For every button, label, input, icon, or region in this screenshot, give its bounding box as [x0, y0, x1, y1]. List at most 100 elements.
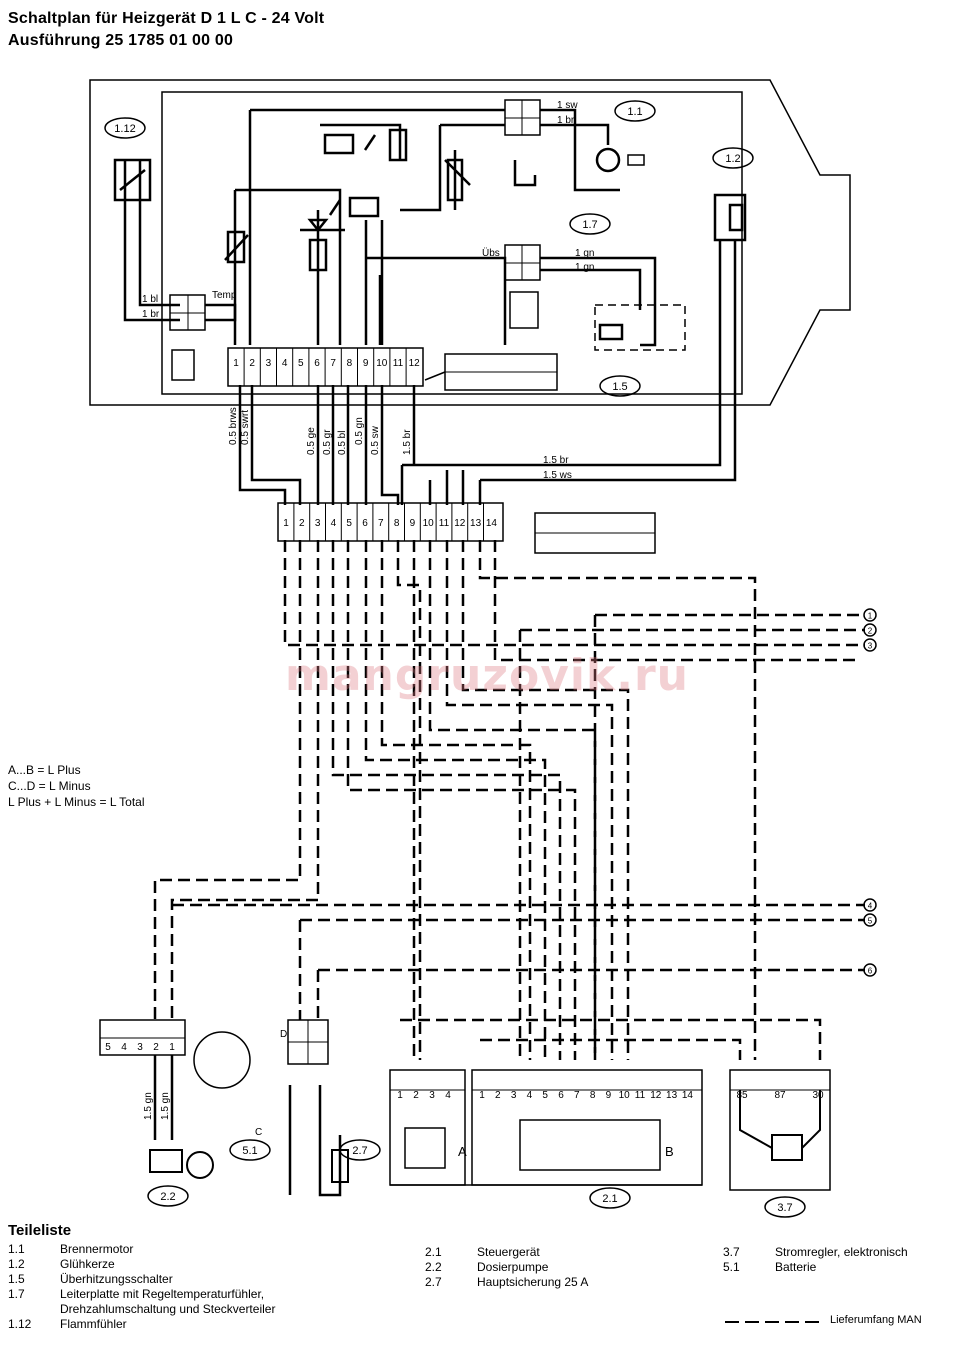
component-badge [104, 117, 146, 139]
pin-label: 1 [397, 1090, 403, 1101]
control-unit-B [471, 1069, 703, 1186]
component-badge [229, 1139, 271, 1161]
parts-list-item: Drehzahlumschaltung und Steckverteiler [8, 1302, 320, 1317]
wire-label: 0.5 gn [354, 417, 365, 445]
pin-label: 85 [736, 1090, 748, 1101]
pin-label: 1 [169, 1042, 175, 1053]
wire-label: 1 gn [575, 248, 594, 259]
pin-label: 11 [393, 358, 404, 369]
note-1: A...B = L Plus [8, 763, 81, 777]
side-marker-label: 4 [868, 902, 873, 911]
pin-label: 3 [429, 1090, 435, 1101]
pin-label: 1 [233, 358, 239, 369]
pin-label: 3 [137, 1042, 143, 1053]
pin-label: 4 [331, 518, 337, 529]
part-code: 2.2 [425, 1260, 442, 1274]
parts-list-item: 2.1 Steuergerät [425, 1245, 737, 1260]
side-marker [863, 913, 877, 927]
wire-label: 1.5 ws [543, 470, 572, 481]
component-badge [599, 375, 641, 397]
pin-label: 1 [479, 1090, 485, 1101]
component-badge-label: 2.1 [602, 1193, 617, 1205]
pin-label: 10 [423, 518, 435, 529]
pin-label: 6 [314, 358, 320, 369]
part-description: Glühkerze [60, 1257, 115, 1271]
wire-label: Temp [212, 290, 237, 301]
component-badge-label: 1.1 [627, 106, 642, 118]
pin-label: 4 [445, 1090, 451, 1101]
side-marker-label: 6 [868, 967, 873, 976]
pin-label: 10 [376, 358, 388, 369]
pin-label: 5 [346, 518, 352, 529]
pin-label: 2 [153, 1042, 159, 1053]
part-code: 5.1 [723, 1260, 740, 1274]
pin-label: 8 [394, 518, 400, 529]
component-badge-label: 2.2 [160, 1191, 175, 1203]
part-code: 1.7 [8, 1287, 25, 1301]
part-description: Batterie [775, 1260, 817, 1274]
pin-label: 30 [812, 1090, 824, 1101]
part-description: Überhitzungsschalter [60, 1272, 173, 1286]
part-description: Steuergerät [477, 1245, 540, 1259]
side-marker-label: 3 [868, 642, 873, 651]
side-marker [863, 623, 877, 637]
parts-list-item: 1.7 Leiterplatte mit Regeltemperaturfühle… [8, 1287, 320, 1302]
side-marker [863, 898, 877, 912]
pin-label: 7 [330, 358, 336, 369]
part-code: 1.12 [8, 1317, 32, 1331]
pin-label: 13 [470, 518, 482, 529]
wire-label: 1 bl [142, 294, 158, 305]
regulator-3-7 [729, 1069, 831, 1191]
part-code: 3.7 [723, 1245, 740, 1259]
component-badge [614, 100, 656, 122]
wire-label: 0.5 gr [322, 429, 333, 455]
pin-label: 87 [774, 1090, 786, 1101]
box-letter-b: B [665, 1144, 674, 1159]
side-marker-label: 1 [868, 612, 873, 621]
wire-label: 0.5 swrt [240, 410, 251, 445]
wire-label: 0.5 sw [370, 425, 381, 455]
plug-face [193, 1031, 251, 1089]
parts-list-item: 5.1 Batterie [723, 1260, 957, 1275]
pin-label: 7 [574, 1090, 580, 1101]
note-3: L Plus + L Minus = L Total [8, 795, 145, 809]
pin-label: 6 [558, 1090, 564, 1101]
side-marker-label: 2 [868, 627, 873, 636]
component-badge [147, 1185, 189, 1207]
box-letter-d: D [280, 1029, 287, 1040]
component-badge-label: 3.7 [777, 1202, 792, 1214]
pin-label: 3 [511, 1090, 517, 1101]
side-marker [863, 608, 877, 622]
component-badge [569, 213, 611, 235]
component-badge-label: 1.7 [582, 219, 597, 231]
part-description: Flammfühler [60, 1317, 127, 1331]
component-badge [589, 1187, 631, 1209]
pin-label: 8 [590, 1090, 596, 1101]
parts-list-item: 1.12 Flammfühler [8, 1317, 320, 1332]
part-description: Leiterplatte mit Regeltemperaturfühler, [60, 1287, 265, 1301]
part-code: 2.1 [425, 1245, 442, 1259]
pin-label: 4 [121, 1042, 127, 1053]
wire-label: 1 gn [575, 262, 594, 273]
pin-label: 4 [527, 1090, 533, 1101]
side-marker-label: 5 [868, 917, 873, 926]
pin-label: 12 [650, 1090, 662, 1101]
parts-heading: Teileliste [8, 1222, 72, 1239]
component-badge [339, 1139, 381, 1161]
part-code: 1.2 [8, 1257, 25, 1271]
pin-label: 9 [410, 518, 416, 529]
pin-label: 2 [413, 1090, 419, 1101]
legend-text: Lieferumfang MAN [830, 1314, 922, 1326]
pin-label: 2 [299, 518, 305, 529]
pin-label: 4 [282, 358, 288, 369]
box-letter-a: A [458, 1144, 467, 1159]
component-badge-label: 1.2 [725, 153, 740, 165]
main-connector-14 [277, 502, 504, 542]
component-badge-label: 1.12 [114, 123, 135, 135]
